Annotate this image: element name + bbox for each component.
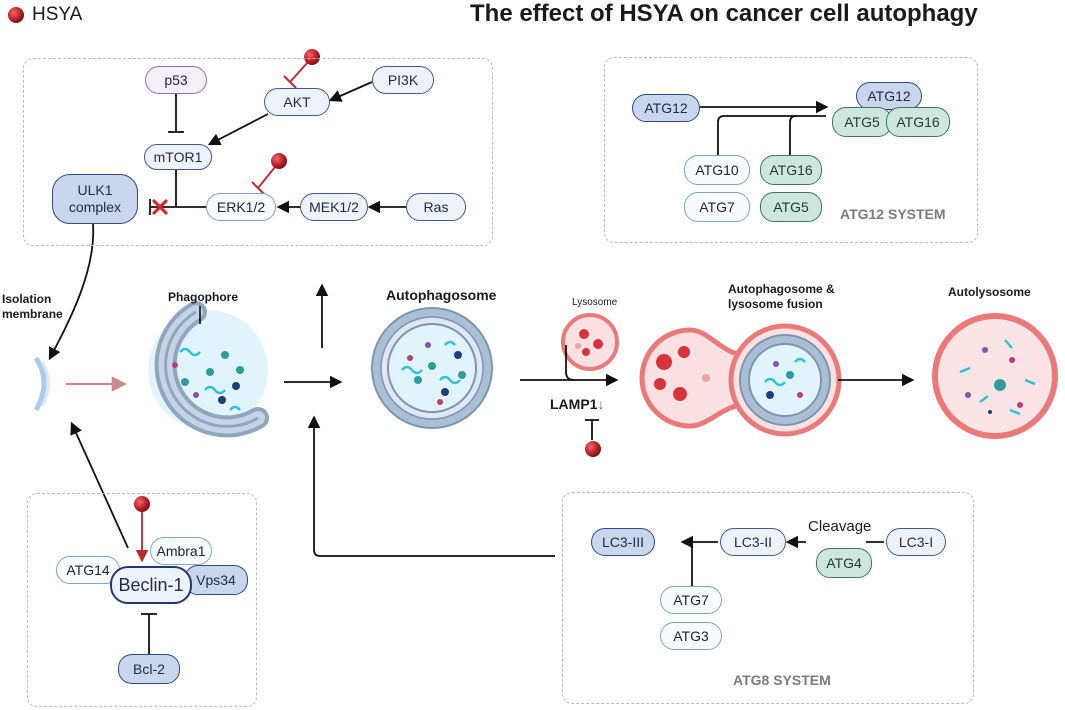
autophagosome-label: Autophagosome	[386, 287, 497, 303]
phagophore-label: Phagophore	[168, 290, 239, 304]
node-atg4: ATG4	[816, 548, 872, 578]
node-atg14: ATG14	[56, 556, 120, 584]
atg8-system-label: ATG8 SYSTEM	[733, 672, 831, 688]
node-atg16: ATG16	[760, 155, 822, 185]
node-beclin1: Beclin-1	[110, 566, 192, 604]
fusion-shape	[639, 323, 842, 437]
node-lc3i: LC3-I	[886, 528, 946, 556]
isolation-membrane-shape	[33, 356, 47, 412]
hsya-lamp1-icon	[585, 441, 601, 457]
autolysosome-label: Autolysosome	[948, 285, 1031, 299]
beclin-box	[27, 493, 257, 707]
cleavage-label: Cleavage	[808, 518, 872, 535]
isolation-membrane-label: Isolation membrane	[2, 292, 63, 321]
node-atg3: ATG3	[660, 622, 722, 650]
fusion-label: Autophagosome & lysosome fusion	[728, 282, 835, 311]
hsya-beclin-icon	[134, 496, 150, 512]
page-title: The effect of HSYA on cancer cell autoph…	[470, 0, 978, 27]
hsya-erk-icon	[271, 153, 287, 169]
node-atg7-top: ATG7	[684, 192, 750, 222]
node-ambra1: Ambra1	[150, 537, 212, 565]
node-akt: AKT	[264, 88, 330, 116]
atg12-system-box	[604, 57, 978, 243]
legend-label: HSYA	[32, 4, 83, 25]
phagophore-shape	[148, 301, 269, 438]
lysosome-shape	[561, 313, 619, 371]
node-mek: MEK1/2	[300, 193, 368, 221]
atg12-system-label: ATG12 SYSTEM	[840, 206, 946, 222]
node-ulk1-complex: ULK1 complex	[52, 174, 138, 224]
node-lc3iii: LC3-III	[591, 528, 655, 556]
hsya-akt-icon	[304, 49, 320, 65]
node-vps34: Vps34	[184, 565, 248, 595]
node-atg5: ATG5	[760, 192, 822, 222]
down-arrow-icon: ↓	[597, 396, 605, 412]
node-atg12-complex: ATG12	[856, 82, 922, 110]
node-atg10: ATG10	[684, 155, 750, 185]
node-pi3k: PI3K	[372, 66, 434, 94]
atg8-system-box	[562, 492, 974, 704]
node-erk: ERK1/2	[206, 193, 276, 221]
autolysosome-shape	[932, 313, 1058, 439]
lysosome-label: Lysosome	[572, 297, 618, 308]
node-lc3ii: LC3-II	[720, 528, 786, 556]
hsya-legend-icon	[8, 7, 24, 23]
signaling-box	[23, 58, 493, 246]
autophagosome-shape	[371, 307, 493, 429]
node-p53: p53	[145, 66, 207, 94]
node-atg16-complex: ATG16	[886, 107, 950, 137]
inhibition-x-icon	[152, 199, 168, 215]
node-atg12-left: ATG12	[632, 94, 700, 122]
node-ras: Ras	[406, 193, 466, 221]
node-atg7-bottom: ATG7	[660, 586, 722, 614]
node-mtor1: mTOR1	[144, 144, 212, 170]
node-bcl2: Bcl-2	[118, 654, 180, 684]
node-atg5-complex: ATG5	[832, 107, 892, 137]
lamp1-label: LAMP1↓	[550, 396, 605, 412]
